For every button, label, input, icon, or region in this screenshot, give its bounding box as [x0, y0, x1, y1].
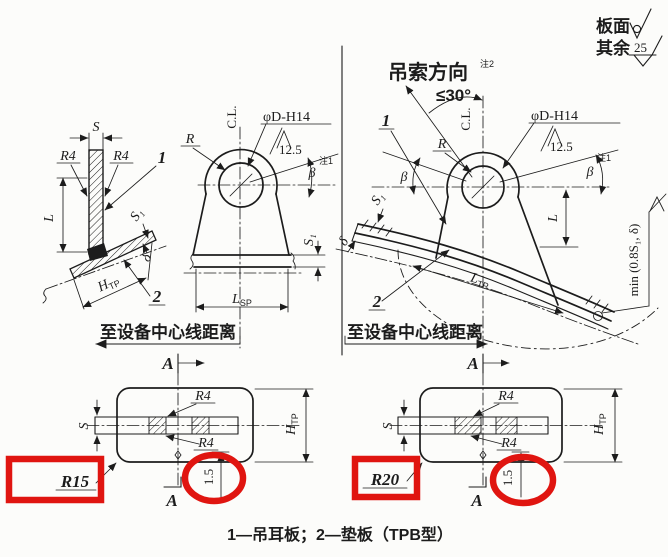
figure-caption: 1—吊耳板；2—垫板（TPB型） [227, 525, 453, 544]
lug-height-label: L [42, 214, 57, 223]
offset-value: 1.5 [500, 470, 515, 486]
right-plan-view: A S R4 R4 1.5 HTP R20 A [351, 353, 623, 510]
slot-fillet-bottom-label: R4 [500, 436, 517, 451]
sling-angle-label: ≤30° [436, 86, 471, 105]
roughness-symbol-icon: 12.5 [540, 125, 573, 154]
slot-fillet-top-label: R4 [194, 389, 211, 404]
highlight-box-r20 [351, 455, 421, 501]
pad-width-plan-label: HTP [284, 413, 300, 436]
pad-thickness-label: S₁ [128, 206, 147, 224]
hole-dia-label: φD-H14 [263, 110, 310, 125]
weld-size-label: min (0.8S₁, δ) [626, 224, 641, 297]
pad-length-label: LTP [467, 270, 491, 291]
weld-size-note: min (0.8S₁, δ) [593, 193, 667, 321]
weld-angle-right-label: β [586, 165, 594, 180]
weld-angle-note: 注1 [597, 152, 611, 163]
right-distance-note: 至设备中心线距离 [344, 322, 488, 349]
right-curved-pad: S₁ δ 2 LTP min (0.8S₁, δ) [335, 190, 667, 350]
corner-radius-label: R15 [60, 472, 90, 491]
pad-width-plan-label: HTP [592, 413, 608, 436]
roughness-25-symbol-icon: 25 [628, 35, 663, 67]
left-side-view: S R4 R4 1 L S₁ δ HTP 2 [42, 120, 167, 310]
left-distance-note: 至设备中心线距离 [95, 322, 241, 349]
part-1-label: 1 [158, 148, 167, 167]
right-front-view: 吊索方向 注2 ≤30° C.L. 1 R φD-H14 12.5 [371, 58, 621, 351]
roughness-value: 25 [634, 40, 647, 55]
fillet-weld-symbol-icon [649, 196, 665, 212]
pad-width-label: HTP [95, 272, 122, 296]
offset-value: 1.5 [201, 469, 216, 485]
lug-height-label: L [546, 214, 561, 223]
part-2-label: 2 [372, 292, 382, 311]
others-label: 其余 [596, 38, 631, 58]
no-machining-symbol-icon [629, 8, 652, 40]
distance-to-centerline-label: 至设备中心线距离 [347, 322, 483, 342]
radius-label: R [437, 137, 447, 152]
corner-radius-label: R20 [370, 470, 400, 489]
sling-direction-note: 注2 [480, 58, 494, 69]
pad-length-label: LSP [231, 292, 252, 308]
slot-thickness-label: S [77, 423, 92, 430]
weld-angle-note: 注1 [319, 155, 333, 166]
plate-thickness-label: S [93, 120, 100, 135]
section-a-bottom-label: A [165, 491, 177, 510]
section-a-top-label: A [466, 354, 478, 373]
section-a-bottom-label: A [470, 491, 482, 510]
surface-finish-note: 板面 其余 25 [596, 8, 663, 67]
fillet-left-label: R4 [59, 149, 76, 164]
left-front-view: C.L. R φD-H14 12.5 β 注1 [180, 105, 339, 349]
centerline-label: C.L. [224, 105, 239, 128]
sling-direction-label: 吊索方向 [388, 60, 468, 84]
left-plan-view: A S R4 R4 1.5 HTP R15 [5, 353, 314, 510]
centerline-label: C.L. [458, 107, 473, 130]
hole-dia-label: φD-H14 [531, 109, 578, 124]
plate-face-label: 板面 [596, 16, 630, 36]
roughness-value: 12.5 [279, 142, 302, 157]
shell-thickness-label: δ [336, 235, 352, 249]
pad-thickness-label: S₁ [369, 190, 388, 208]
part-2-label: 2 [152, 287, 162, 306]
pad-thickness-front-label: S₁ [302, 234, 317, 246]
distance-to-centerline-label: 至设备中心线距离 [100, 322, 236, 342]
slot-fillet-bottom-label: R4 [197, 436, 214, 451]
roughness-value: 12.5 [550, 139, 573, 154]
highlight-ellipse-offset-right [489, 453, 557, 507]
radius-label: R [185, 132, 195, 147]
weld-angle-label: β [308, 166, 316, 181]
part-1-label: 1 [382, 111, 391, 130]
roughness-symbol-icon: 12.5 [269, 127, 302, 157]
fillet-right-label: R4 [112, 149, 129, 164]
section-a-top-label: A [161, 354, 173, 373]
weld-angle-left-label: β [400, 170, 408, 185]
slot-thickness-label: S [381, 423, 396, 430]
slot-fillet-top-label: R4 [497, 389, 514, 404]
highlight-box-r15 [5, 455, 105, 504]
highlight-ellipse-offset-left [181, 451, 247, 505]
